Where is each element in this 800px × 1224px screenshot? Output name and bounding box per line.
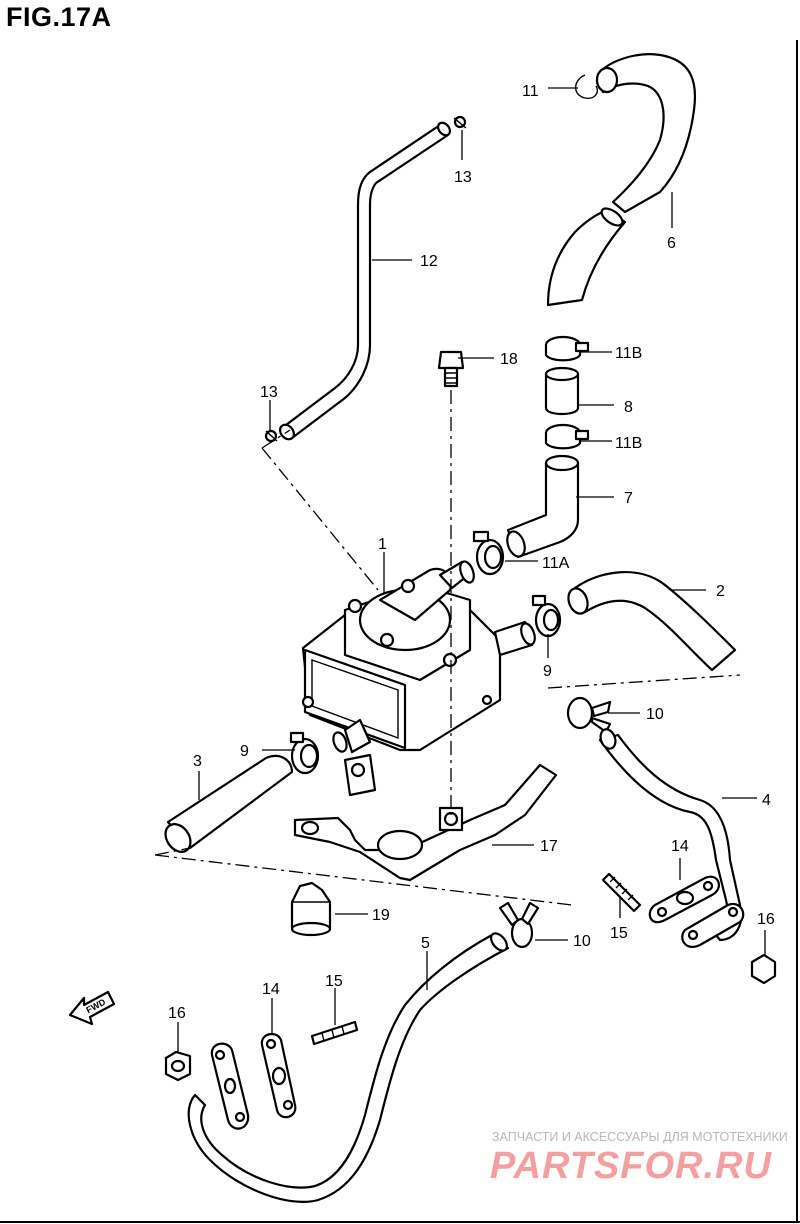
label-11: 11 bbox=[522, 83, 539, 100]
label-16: 16 bbox=[168, 1005, 186, 1022]
label-6: 6 bbox=[667, 235, 676, 252]
valve-1 bbox=[301, 560, 536, 754]
label-15: 15 bbox=[325, 973, 343, 990]
watermark-caption: ЗАПЧАСТИ И АКСЕССУАРЫ ДЛЯ МОТОТЕХНИКИ bbox=[492, 1130, 788, 1144]
label-8: 8 bbox=[624, 399, 633, 416]
hose-12 bbox=[279, 121, 452, 441]
label-17: 17 bbox=[540, 838, 558, 855]
label-13: 13 bbox=[260, 384, 278, 401]
clamp-10-upper bbox=[566, 696, 612, 734]
label-3: 3 bbox=[193, 753, 202, 770]
label-11a: 11A bbox=[542, 555, 570, 572]
label-16: 16 bbox=[757, 911, 775, 928]
clamp-9-lower bbox=[289, 731, 320, 775]
label-7: 7 bbox=[624, 490, 633, 507]
nut-16-lower bbox=[164, 1050, 192, 1082]
label-15: 15 bbox=[610, 925, 628, 942]
clip-11 bbox=[574, 74, 599, 100]
clamp-11b-lower bbox=[544, 423, 590, 450]
hose-7 bbox=[506, 454, 580, 559]
label-9: 9 bbox=[543, 663, 552, 680]
bracket-17 bbox=[293, 753, 558, 882]
flange-5 bbox=[210, 1042, 250, 1130]
label-10: 10 bbox=[646, 706, 664, 723]
label-5: 5 bbox=[421, 935, 430, 952]
hose-8 bbox=[544, 366, 580, 416]
label-9: 9 bbox=[240, 743, 249, 760]
label-12: 12 bbox=[420, 253, 438, 270]
clamp-10-lower bbox=[498, 901, 540, 949]
label-13: 13 bbox=[454, 169, 472, 186]
pipe-5 bbox=[187, 932, 510, 1203]
gasket-14-lower bbox=[260, 1032, 297, 1119]
cap-19 bbox=[290, 881, 332, 937]
gasket-14-upper bbox=[648, 875, 721, 924]
hose-6 bbox=[546, 53, 696, 307]
label-11b: 11B bbox=[615, 435, 642, 452]
stud-15-lower bbox=[310, 1020, 359, 1046]
label-1: 1 bbox=[378, 536, 387, 553]
label-10: 10 bbox=[573, 933, 591, 950]
label-4: 4 bbox=[762, 792, 771, 809]
label-11b: 11B bbox=[615, 345, 642, 362]
clip-13-upper bbox=[453, 115, 467, 129]
fwd-arrow-icon: FWD bbox=[68, 990, 116, 1026]
label-19: 19 bbox=[372, 907, 390, 924]
hose-3 bbox=[164, 754, 294, 853]
clamp-11a bbox=[472, 530, 505, 576]
clip-13-lower bbox=[264, 429, 278, 443]
label-18: 18 bbox=[500, 351, 518, 368]
stud-15-upper bbox=[601, 872, 642, 913]
nut-16-upper bbox=[750, 953, 777, 985]
figure-title: FIG.17A bbox=[6, 2, 112, 32]
bolt-18 bbox=[437, 350, 465, 388]
hose-2 bbox=[567, 570, 737, 672]
label-14: 14 bbox=[262, 981, 280, 998]
label-2: 2 bbox=[716, 583, 725, 600]
label-14: 14 bbox=[671, 838, 689, 855]
leader-lines bbox=[177, 87, 766, 1052]
watermark-logo: PARTSFOR.RU bbox=[490, 1145, 772, 1187]
flange-4 bbox=[681, 902, 745, 948]
clamp-9-upper bbox=[531, 594, 562, 638]
clamp-11b-upper bbox=[544, 335, 590, 362]
